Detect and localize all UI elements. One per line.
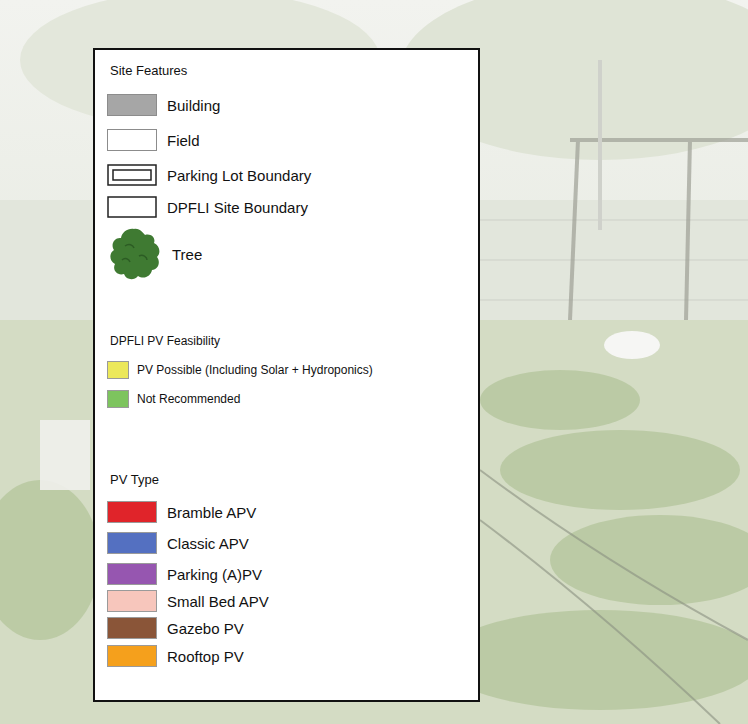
legend-label: Classic APV bbox=[167, 535, 249, 552]
legend-swatch bbox=[107, 590, 157, 612]
legend-swatch bbox=[107, 532, 157, 554]
legend-label: Small Bed APV bbox=[167, 593, 269, 610]
legend-label: Tree bbox=[172, 246, 202, 263]
legend-label: Gazebo PV bbox=[167, 620, 244, 637]
legend-box: Site FeaturesDPFLI PV Feasibility PV Type… bbox=[93, 48, 480, 702]
tree-symbol bbox=[107, 226, 162, 282]
legend-swatch bbox=[107, 361, 129, 379]
legend-swatch bbox=[107, 129, 157, 151]
legend-heading: PV Type bbox=[110, 472, 159, 487]
legend-heading: Site Features bbox=[110, 63, 187, 78]
legend-swatch bbox=[107, 563, 157, 585]
legend-label: Parking (A)PV bbox=[167, 566, 262, 583]
legend-swatch bbox=[107, 617, 157, 639]
legend-label: DPFLI Site Boundary bbox=[167, 199, 308, 216]
legend-label: Bramble APV bbox=[167, 504, 256, 521]
legend-label: Rooftop PV bbox=[167, 648, 244, 665]
legend-swatch bbox=[107, 94, 157, 116]
legend-swatch bbox=[107, 645, 157, 667]
legend-label: Parking Lot Boundary bbox=[167, 167, 311, 184]
legend-label: Field bbox=[167, 132, 200, 149]
legend-label: Not Recommended bbox=[137, 392, 240, 406]
parking-boundary-symbol bbox=[107, 164, 157, 186]
legend-label: Building bbox=[167, 97, 220, 114]
legend-swatch bbox=[107, 390, 129, 408]
legend-swatch bbox=[107, 501, 157, 523]
legend-label: PV Possible (Including Solar + Hydroponi… bbox=[137, 363, 373, 377]
site-boundary-symbol bbox=[107, 196, 157, 218]
legend-heading: DPFLI PV Feasibility bbox=[110, 334, 220, 348]
